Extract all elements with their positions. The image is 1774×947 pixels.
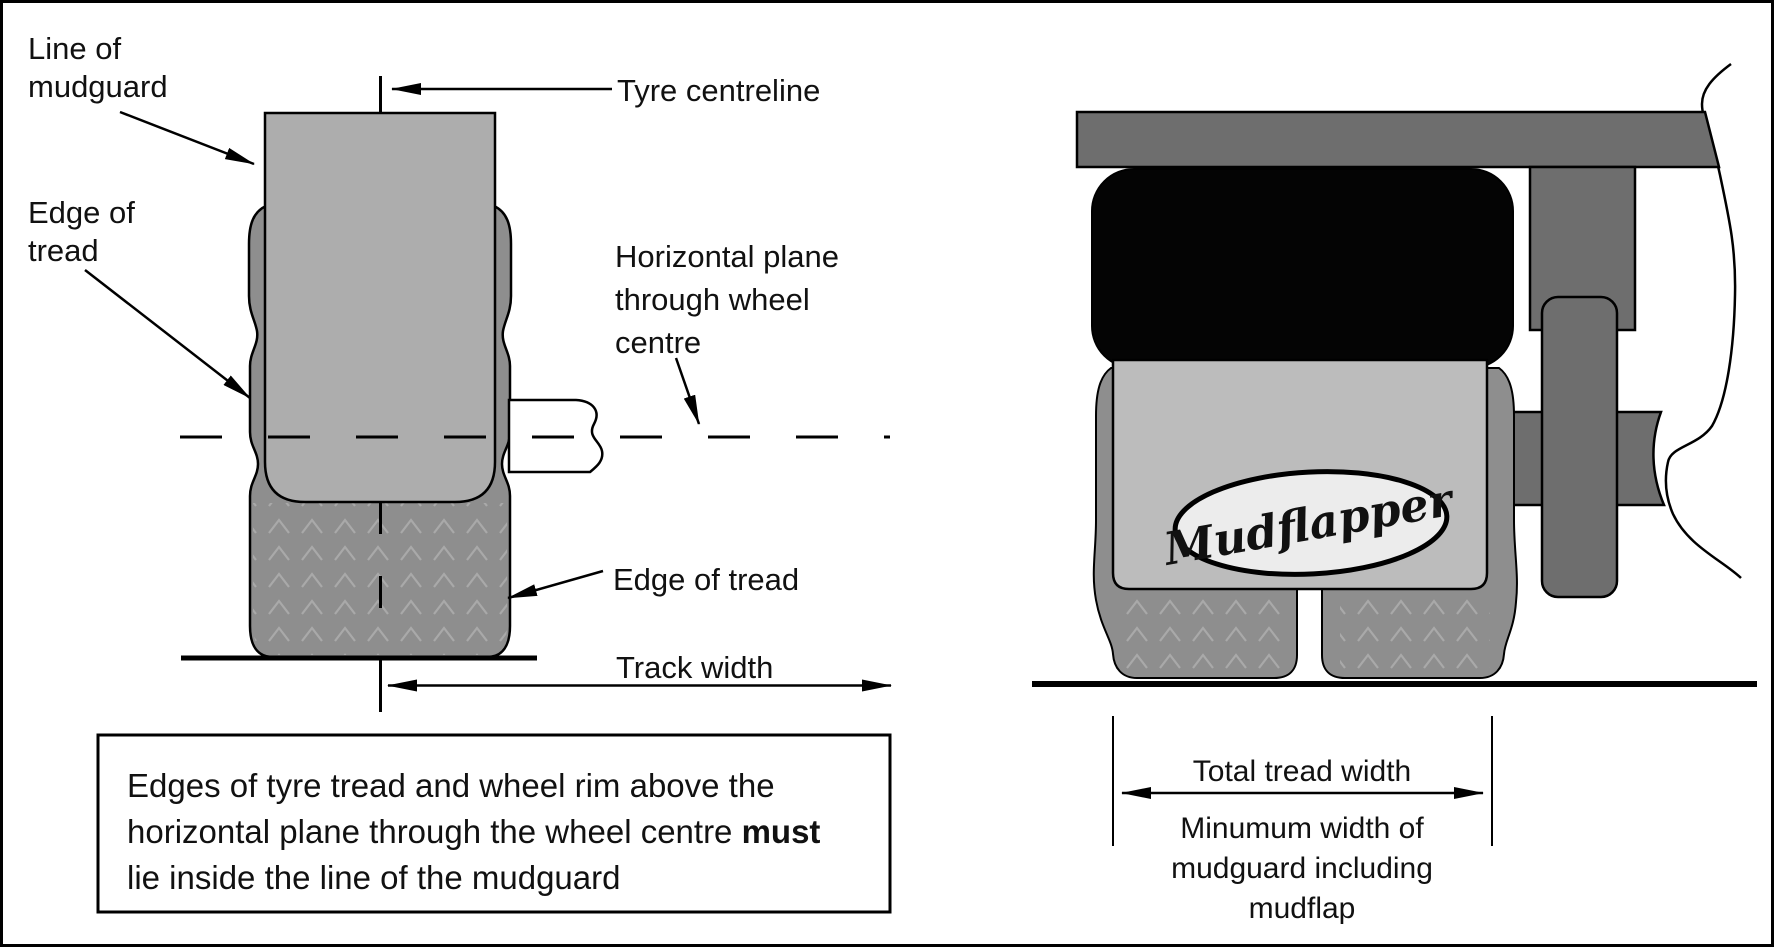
right-diagram-dual-wheel-view: Mudflapper Total tread width Minumum wid… <box>1032 62 1757 925</box>
label-line-of-mudguard-1: Line of <box>28 31 121 66</box>
leader-edge-of-tread-right <box>507 569 604 600</box>
mounting-bracket-hanger <box>1540 295 1619 599</box>
label-horizontal-plane-1: Horizontal plane <box>615 239 839 274</box>
label-min-width-3: mudflap <box>1249 892 1356 925</box>
mudguard-plate <box>263 111 497 504</box>
note-text-line-2: horizontal plane through the wheel centr… <box>127 813 820 850</box>
dual-tyre-right-tread <box>1340 590 1490 676</box>
label-min-width-2: mudguard including <box>1171 852 1433 885</box>
note-text-must: must <box>742 813 821 850</box>
label-total-tread-width: Total tread width <box>1193 755 1411 788</box>
label-tyre-centreline: Tyre centreline <box>617 73 820 108</box>
leader-edge-of-tread-left <box>84 269 251 399</box>
label-min-width-1: Minumum width of <box>1180 812 1424 845</box>
label-track-width: Track width <box>616 650 773 685</box>
leader-line-of-mudguard <box>119 110 255 166</box>
note-box <box>96 733 892 914</box>
leader-horizontal-plane <box>674 357 701 425</box>
label-line-of-mudguard-2: mudguard <box>28 69 168 104</box>
mudguard-black <box>1091 168 1514 369</box>
note-text-line-3: lie inside the line of the mudguard <box>127 859 621 896</box>
mudflap-logo-ellipse <box>1172 469 1450 577</box>
label-edge-of-tread-right: Edge of tread <box>613 562 799 597</box>
label-horizontal-plane-3: centre <box>615 325 701 360</box>
left-diagram-wheel-front-view: Line of mudguard Edge of tread Tyre cent… <box>28 31 892 914</box>
dual-tyre-left-tread <box>1117 590 1283 676</box>
label-edge-of-tread-left-2: tread <box>28 233 99 268</box>
note-text-line-1: Edges of tyre tread and wheel rim above … <box>127 767 775 804</box>
label-edge-of-tread-left-1: Edge of <box>28 195 135 230</box>
chassis-bar <box>1075 110 1721 169</box>
label-horizontal-plane-2: through wheel <box>615 282 810 317</box>
